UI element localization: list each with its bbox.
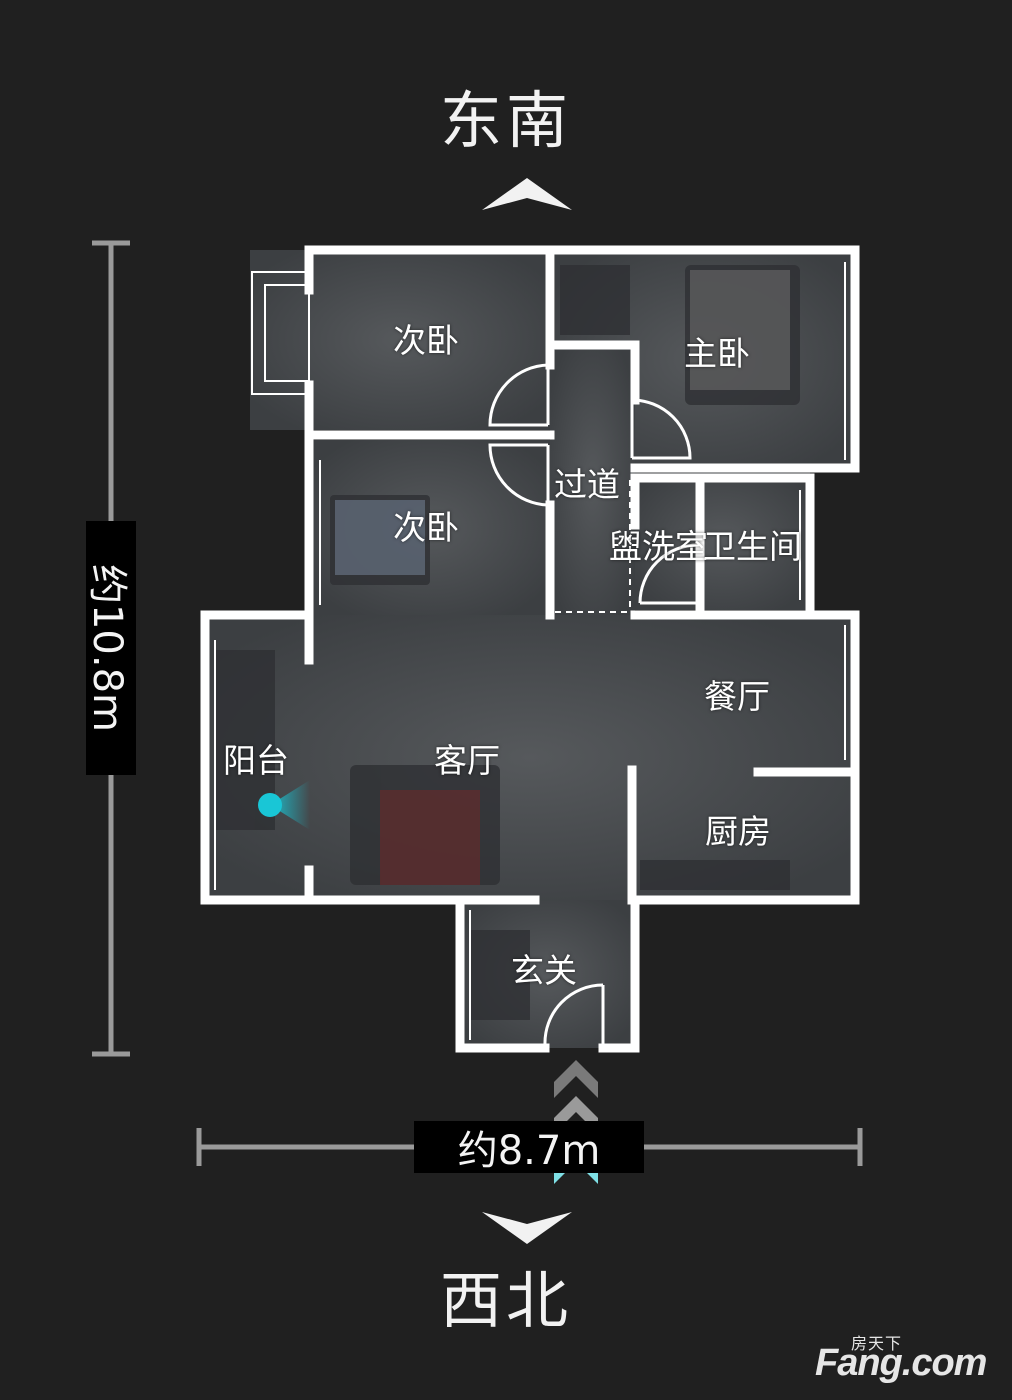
viewpoint-marker-icon — [258, 780, 310, 830]
room-label-corridor: 过道 — [554, 465, 620, 504]
bed-linen — [690, 270, 790, 390]
floor-bedroom-top — [250, 250, 550, 430]
height-dimension-text: 约10.8m — [84, 563, 130, 733]
floor-corridor — [550, 350, 635, 615]
room-label-bedroom-mid: 次卧 — [393, 508, 459, 547]
furniture-accent — [335, 270, 790, 885]
floor-bath — [635, 470, 810, 610]
doors — [488, 363, 699, 1046]
master-wardrobe — [560, 265, 630, 335]
floor-living — [205, 615, 855, 900]
fang-logo: 房天下 Fang.com — [815, 1330, 1000, 1390]
compass-northwest-label: 西北 — [439, 1264, 572, 1337]
room-label-master-bedroom: 主卧 — [684, 334, 750, 373]
room-label-bedroom-top: 次卧 — [393, 321, 459, 360]
room-label-dining-room: 餐厅 — [704, 677, 770, 716]
entrance-cabinet — [470, 930, 530, 1020]
room-label-bathroom: 卫生间 — [703, 527, 802, 566]
room-label-washroom: 盥洗室 — [609, 527, 708, 566]
red-cushions — [380, 790, 480, 885]
kitchen-counter — [640, 860, 790, 890]
room-label-living-room: 客厅 — [434, 741, 500, 780]
chevron-up-icon — [482, 178, 572, 210]
walls — [200, 245, 860, 1053]
windows — [214, 262, 846, 1040]
openings — [555, 480, 631, 613]
chevron-down-icon — [482, 1212, 572, 1244]
room-label-entrance: 玄关 — [511, 951, 577, 990]
width-dimension-label: 约8.7m — [414, 1121, 644, 1174]
room-label-kitchen: 厨房 — [705, 812, 771, 851]
mid-bed-linen — [335, 500, 425, 575]
fang-logo-cn: 房天下 — [851, 1334, 903, 1353]
height-dimension-label: 约10.8m — [84, 521, 136, 775]
fang-logo-en: Fang.com — [815, 1342, 987, 1384]
room-label-balcony: 阳台 — [223, 741, 289, 780]
compass-southeast-label: 东南 — [439, 84, 572, 157]
